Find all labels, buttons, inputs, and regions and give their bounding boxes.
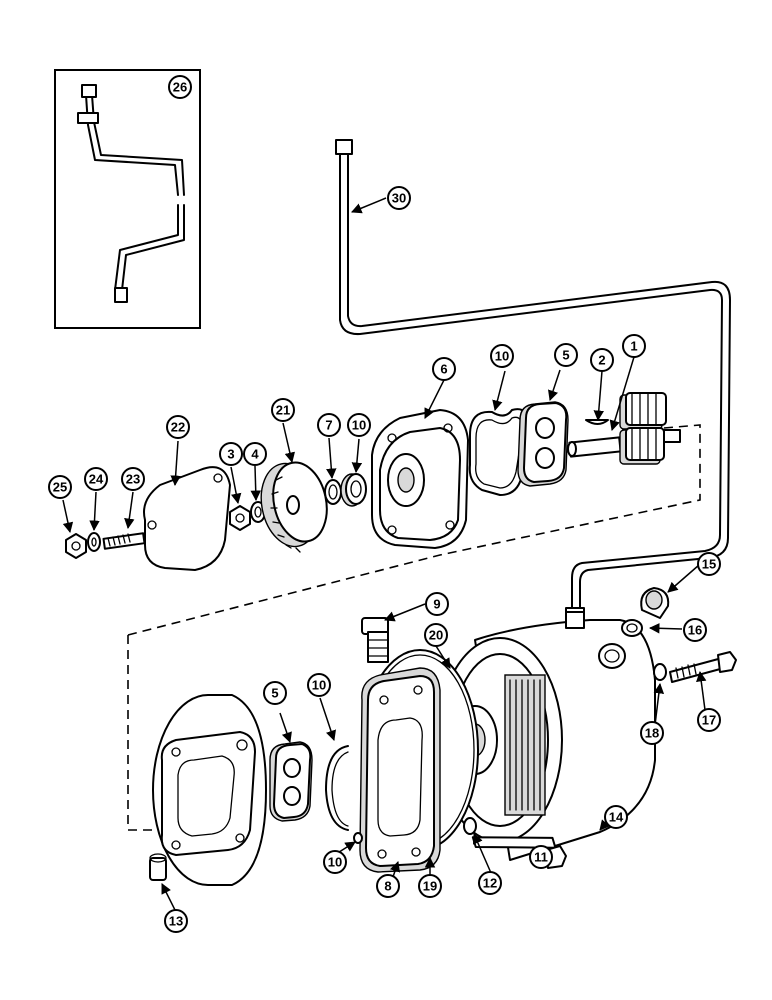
callout-8: 8: [376, 874, 400, 898]
callout-11: 11: [529, 845, 553, 869]
spacer-5-lower: [269, 741, 313, 822]
svg-text:25: 25: [53, 480, 67, 495]
inset-box: [54, 69, 201, 329]
svg-text:15: 15: [702, 557, 716, 572]
callout-1: 1: [622, 334, 646, 358]
svg-text:18: 18: [645, 726, 659, 741]
dashed-alignment-line: [127, 424, 701, 636]
callout-18: 18: [640, 721, 664, 745]
callout-10-upper: 10: [490, 344, 514, 368]
snap-ring-10-lower: [325, 745, 349, 831]
svg-text:8: 8: [384, 879, 391, 894]
callout-9: 9: [425, 592, 449, 616]
callout-5-upper: 5: [554, 343, 578, 367]
pipe-30: [335, 139, 731, 625]
callout-10-snap: 10: [307, 673, 331, 697]
callout-22: 22: [166, 415, 190, 439]
washer-24: [87, 532, 101, 552]
nut-25: [65, 533, 87, 559]
svg-text:4: 4: [251, 447, 259, 462]
svg-text:10: 10: [312, 678, 326, 693]
leader-lines: [62, 197, 707, 913]
small-oring-10: [353, 832, 363, 844]
svg-text:21: 21: [276, 403, 290, 418]
callout-16: 16: [683, 618, 707, 642]
svg-text:14: 14: [609, 810, 624, 825]
dashed-alignment-line: [127, 635, 210, 831]
callout-13: 13: [164, 909, 188, 933]
housing-14: [437, 611, 656, 861]
callout-3: 3: [219, 442, 243, 466]
svg-text:1: 1: [630, 339, 637, 354]
svg-text:23: 23: [126, 472, 140, 487]
callout-25: 25: [48, 475, 72, 499]
svg-text:13: 13: [169, 914, 183, 929]
svg-text:6: 6: [440, 362, 447, 377]
key-2: [585, 419, 609, 425]
svg-text:11: 11: [534, 850, 548, 865]
svg-text:30: 30: [392, 191, 406, 206]
bolt-17: [669, 651, 737, 683]
pump-cover-6: [371, 409, 469, 549]
svg-text:2: 2: [598, 353, 605, 368]
cover-plate-8: [359, 667, 441, 873]
spacer-5-upper: [517, 401, 569, 487]
svg-text:24: 24: [89, 472, 104, 487]
svg-text:16: 16: [688, 623, 702, 638]
callout-15: 15: [697, 552, 721, 576]
plug-15: [640, 587, 670, 619]
svg-text:7: 7: [325, 418, 332, 433]
callout-10-bearing: 10: [347, 413, 371, 437]
stud-23: [102, 532, 146, 550]
dowel-13: [149, 853, 167, 881]
svg-text:10: 10: [352, 418, 366, 433]
svg-text:17: 17: [702, 713, 716, 728]
callout-21: 21: [271, 398, 295, 422]
washer-12: [463, 817, 477, 835]
gasket-22: [143, 466, 231, 571]
nut-3: [229, 505, 251, 531]
callout-20: 20: [424, 623, 448, 647]
callout-19: 19: [418, 874, 442, 898]
callout-14: 14: [604, 805, 628, 829]
svg-text:10: 10: [495, 349, 509, 364]
callout-12: 12: [478, 871, 502, 895]
adapter-9: [361, 617, 389, 663]
washer-16: [621, 619, 643, 637]
callout-24: 24: [84, 467, 108, 491]
seal-7: [324, 479, 342, 505]
svg-text:19: 19: [423, 879, 437, 894]
svg-text:20: 20: [429, 628, 443, 643]
drive-gear-1: [567, 392, 681, 465]
svg-text:22: 22: [171, 420, 185, 435]
callout-26: 26: [168, 75, 192, 99]
svg-text:3: 3: [227, 447, 234, 462]
svg-text:9: 9: [433, 597, 440, 612]
callout-2: 2: [590, 348, 614, 372]
bearing-10: [340, 473, 367, 507]
callout-30: 30: [387, 186, 411, 210]
callout-4: 4: [243, 442, 267, 466]
washer-18: [653, 663, 667, 681]
svg-text:5: 5: [562, 348, 569, 363]
callout-10-small: 10: [323, 850, 347, 874]
callout-7: 7: [317, 413, 341, 437]
callout-6: 6: [432, 357, 456, 381]
inset-pipe: [77, 84, 185, 303]
gear-21: [260, 461, 328, 553]
pump-body: [152, 694, 267, 886]
svg-text:10: 10: [328, 855, 342, 870]
callout-17: 17: [697, 708, 721, 732]
svg-text:5: 5: [271, 686, 278, 701]
callout-23: 23: [121, 467, 145, 491]
svg-text:12: 12: [483, 876, 497, 891]
callout-5-lower: 5: [263, 681, 287, 705]
svg-text:26: 26: [173, 80, 187, 95]
